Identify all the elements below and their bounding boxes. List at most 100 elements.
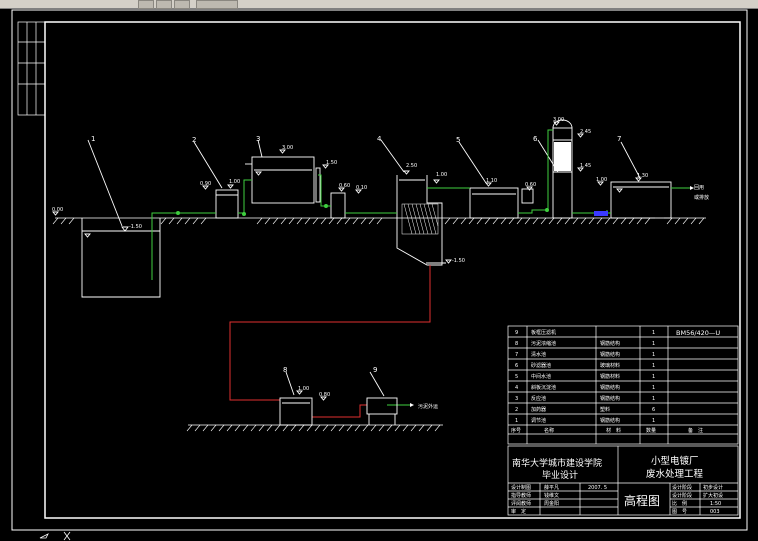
tb-right-label: 图 号	[672, 509, 687, 515]
toolbar-dropdown[interactable]	[196, 0, 238, 9]
unit-2-level-top: 1.00	[229, 179, 240, 185]
row-qty: 6	[652, 407, 655, 413]
row-name: 砂滤器池	[531, 362, 551, 369]
unit-4-settler	[380, 139, 452, 266]
unit-7-outlet-line2: 或排放	[694, 194, 709, 201]
row-no: 8	[515, 341, 518, 347]
unit-4-plates	[401, 203, 439, 235]
unit-1-number: 1	[91, 135, 95, 143]
unit-6-level-top: 3.00	[553, 117, 564, 123]
unit-3b-level-a: 0.60	[339, 183, 350, 189]
unit-7-tank	[610, 141, 672, 219]
row-no: 9	[515, 330, 518, 336]
tb-right-label: 比 例	[672, 500, 687, 507]
unit-9-outlet-label: 污泥外运	[418, 403, 438, 410]
ucs-icon	[39, 531, 71, 541]
unit-5-level-top: 1.10	[486, 178, 497, 184]
row-name: 板框压滤机	[531, 329, 556, 336]
tb-date: 2007. 5	[588, 485, 607, 491]
tb-person: 钱维文	[544, 492, 559, 499]
tb-label: 审 定	[511, 508, 526, 515]
header-note: 备 注	[688, 427, 703, 434]
unit-2-number: 2	[192, 136, 196, 144]
unit-5-tank	[458, 141, 534, 219]
title-block-grid	[507, 445, 739, 516]
row-material: 玻璃材料	[600, 362, 620, 369]
binding-strip	[17, 21, 46, 116]
unit-1-basin	[52, 139, 161, 298]
tb-label: 评阅教师	[511, 500, 531, 507]
tb-right-value: 初步设计	[703, 484, 723, 491]
unit-1-ground-level: 0.00	[52, 207, 63, 213]
unit-4-level-side: 1.00	[436, 172, 447, 178]
row-no: 4	[515, 385, 518, 391]
row-qty: 1	[652, 330, 655, 336]
unit-7-pump	[594, 211, 608, 216]
drawing-title: 高程图	[624, 493, 660, 508]
tb-right-value: 扩大初设	[703, 492, 723, 499]
row-name: 调节池	[531, 417, 546, 424]
project-line1: 小型电镀厂	[651, 455, 699, 467]
row-no: 7	[515, 352, 518, 358]
tb-right-value: 003	[710, 509, 720, 515]
unit-9-outlet-arrow	[410, 403, 414, 407]
unit-6-level-base: 1.00	[596, 177, 607, 183]
unit-7-outlet-line1: 回用	[694, 185, 704, 191]
tb-right-label: 设计阶段	[672, 492, 692, 499]
unit-5-level-side: 0.60	[525, 182, 536, 188]
unit-2-dosing	[193, 141, 239, 219]
tb-right-value: 1:50	[710, 501, 721, 507]
row-qty: 1	[652, 374, 655, 380]
row-qty: 1	[652, 341, 655, 347]
row-name: 中间水池	[531, 373, 551, 380]
header-material: 材 料	[606, 427, 621, 434]
toolbar-button[interactable]	[156, 0, 172, 9]
outer-frame	[11, 9, 748, 531]
row-material: 钢筋结构	[600, 417, 620, 424]
unit-7-level-top: 1.30	[637, 173, 648, 179]
unit-3b-level-b: 0.10	[356, 185, 367, 191]
unit-6-filter-media	[554, 142, 571, 171]
unit-6-level-mid: 2.45	[580, 129, 591, 135]
toolbar-button[interactable]	[174, 0, 190, 9]
row-name: 清水池	[531, 351, 546, 358]
row-qty: 1	[652, 396, 655, 402]
sludge-pipe-2	[312, 404, 367, 418]
unit-2-level-in: 0.90	[200, 181, 211, 187]
tb-label: 设计制图	[511, 484, 531, 491]
row-name: 加药器	[531, 406, 546, 413]
unit-9-number: 9	[373, 366, 377, 374]
row-material: 钢筋结构	[600, 395, 620, 402]
row-qty: 1	[652, 352, 655, 358]
unit-9-press	[366, 371, 398, 425]
drawing-code: BM56/420—U	[676, 329, 720, 337]
unit-5-number: 5	[456, 136, 460, 144]
school-name: 南华大学城市建设学院	[512, 457, 602, 469]
hatch-upper	[52, 217, 705, 225]
unit-7-outlet-arrow	[690, 186, 694, 190]
row-no: 3	[515, 396, 518, 402]
row-no: 2	[515, 407, 518, 413]
unit-6-number: 6	[533, 135, 538, 143]
unit-4-level-top: 2.50	[406, 163, 417, 169]
row-name: 反应池	[531, 395, 546, 402]
course-name: 毕业设计	[542, 469, 578, 481]
tb-person: 周金阳	[544, 500, 559, 507]
unit-8-number: 8	[283, 366, 287, 374]
water-pipes	[151, 129, 690, 406]
toolbar-strip	[0, 0, 758, 9]
toolbar-button[interactable]	[138, 0, 154, 9]
project-line2: 废水处理工程	[646, 468, 704, 480]
tb-person: 薛平凡	[544, 484, 559, 491]
row-qty: 1	[652, 363, 655, 369]
unit-3-number: 3	[256, 135, 260, 143]
tb-right-label: 设计阶段	[672, 484, 692, 491]
inner-frame	[44, 21, 741, 519]
row-material: 塑料	[600, 406, 610, 413]
unit-8-level-top: 1.00	[298, 386, 309, 392]
row-qty: 1	[652, 385, 655, 391]
unit-3-level-side: 1.50	[326, 160, 337, 166]
header-name: 名称	[544, 427, 554, 434]
row-material: 钢筋结构	[600, 384, 620, 391]
